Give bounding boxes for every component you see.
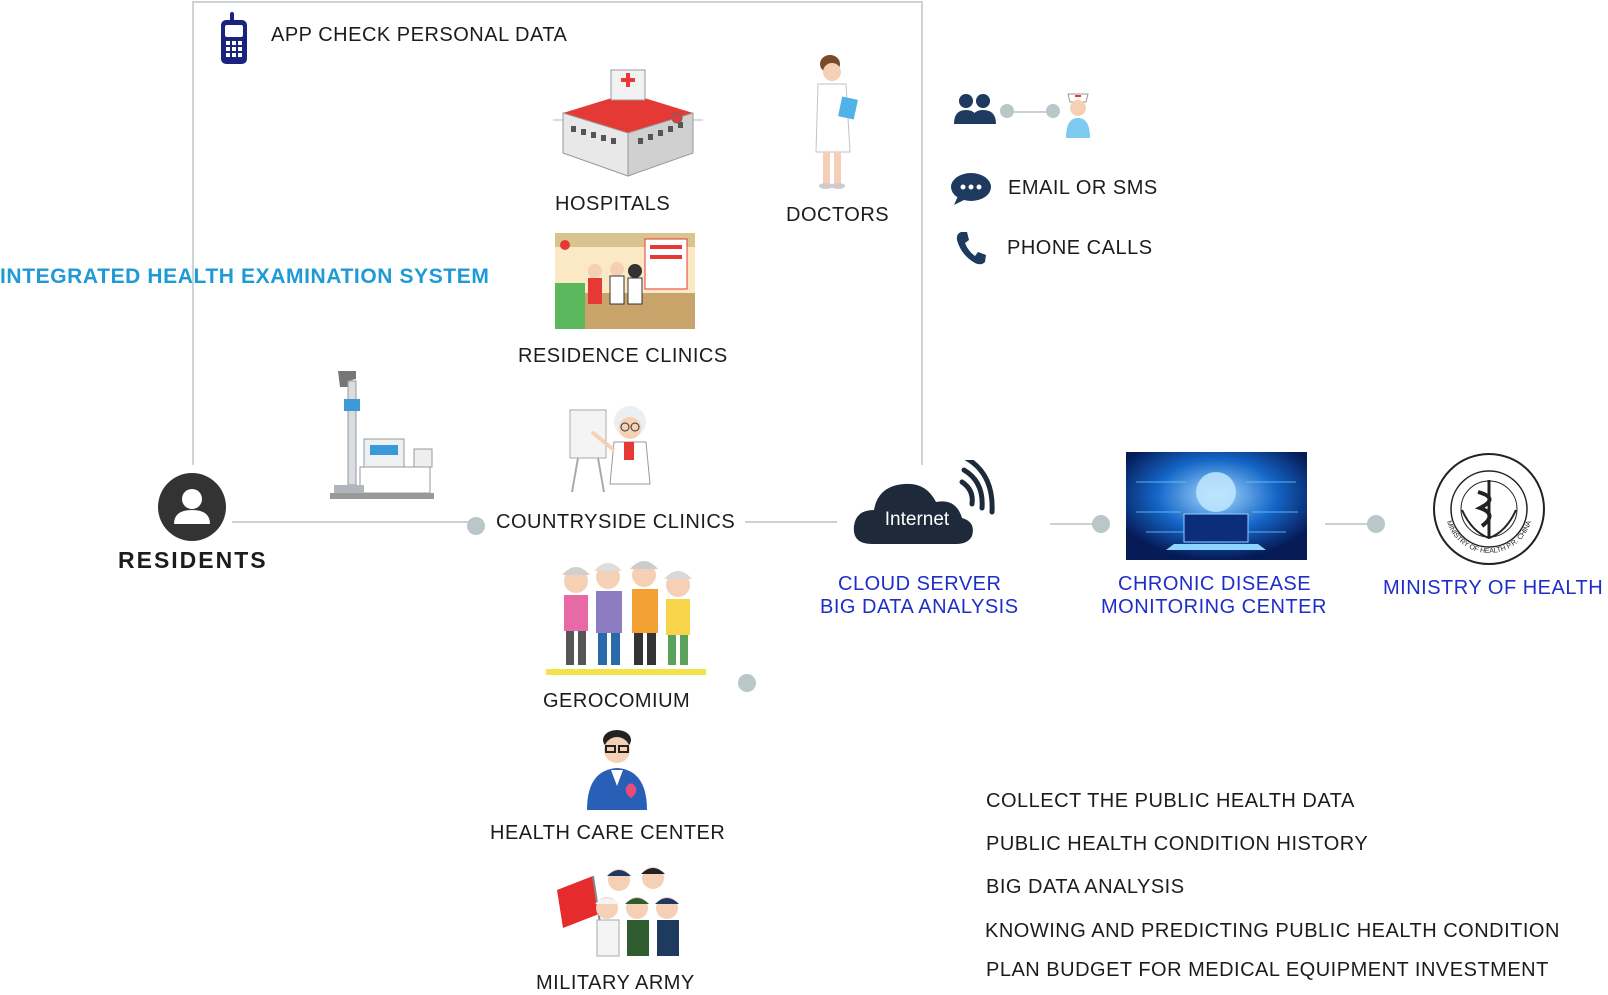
nurse-icon [1060,88,1096,140]
facility-label-gerocomium: GEROCOMIUM [543,690,691,712]
monitoring-to-ministry-connector [1325,523,1377,525]
group-to-nurse-connector [1005,111,1053,113]
app-data-frame [192,1,923,465]
connector-dot [467,517,485,535]
monitoring-center-image [1126,452,1307,560]
residents-label: RESIDENTS [118,547,268,573]
internet-badge: Internet [884,509,950,530]
connector-dot [1000,104,1014,118]
connector-dot [1092,515,1110,533]
hospital-illustration [553,68,703,180]
contact-label-phone: PHONE CALLS [1007,237,1153,259]
app-check-label: APP CHECK PERSONAL DATA [271,24,568,46]
benefit-item: PLAN BUDGET FOR MEDICAL EQUIPMENT INVEST… [986,959,1549,981]
benefit-item: BIG DATA ANALYSIS [986,876,1185,898]
connector-dot [738,674,756,692]
connector-dot [1046,104,1060,118]
facility-label-military-army: MILITARY ARMY [536,972,695,994]
cloud-internet-icon [852,460,1002,546]
system-title: INTEGRATED HEALTH EXAMINATION SYSTEM [0,265,490,288]
ministry-label: MINISTRY OF HEALTH [1383,577,1604,599]
people-group-icon [952,92,998,126]
monitoring-label-line2: MONITORING CENTER [1101,596,1327,618]
cloud-label-line2: BIG DATA ANALYSIS [820,596,1019,618]
military-army-illustration [553,864,693,960]
mobile-phone-icon [219,12,249,66]
benefit-item: PUBLIC HEALTH CONDITION HISTORY [986,833,1369,855]
gerocomium-illustration [546,551,706,677]
cloud-to-monitoring-connector [1050,523,1100,525]
cloud-label-line1: CLOUD SERVER [838,573,1002,595]
phone-icon [955,230,987,266]
monitoring-label-line1: CHRONIC DISEASE [1118,573,1312,595]
health-care-center-illustration [583,726,651,810]
benefit-item: KNOWING AND PREDICTING PUBLIC HEALTH CON… [985,920,1560,942]
clinics-to-cloud-connector [745,521,837,523]
chat-bubble-icon [950,172,992,206]
ministry-seal-icon: MINISTRY OF HEALTH P.R. CHINA [1432,452,1546,566]
health-kiosk-illustration [330,367,440,507]
residents-avatar-icon [157,472,227,542]
contact-label-email: EMAIL OR SMS [1008,177,1158,199]
residents-connector [232,521,472,523]
facility-label-countryside-clinics: COUNTRYSIDE CLINICS [496,511,736,533]
benefit-item: COLLECT THE PUBLIC HEALTH DATA [986,790,1355,812]
residence-clinic-illustration [555,233,695,329]
facility-label-health-care-center: HEALTH CARE CENTER [490,822,726,844]
countryside-clinic-illustration [568,402,668,494]
facility-label-hospitals: HOSPITALS [555,193,671,215]
connector-dot [1367,515,1385,533]
doctor-illustration [806,52,866,190]
facility-label-doctors: DOCTORS [786,204,890,226]
facility-label-residence-clinics: RESIDENCE CLINICS [518,345,728,367]
